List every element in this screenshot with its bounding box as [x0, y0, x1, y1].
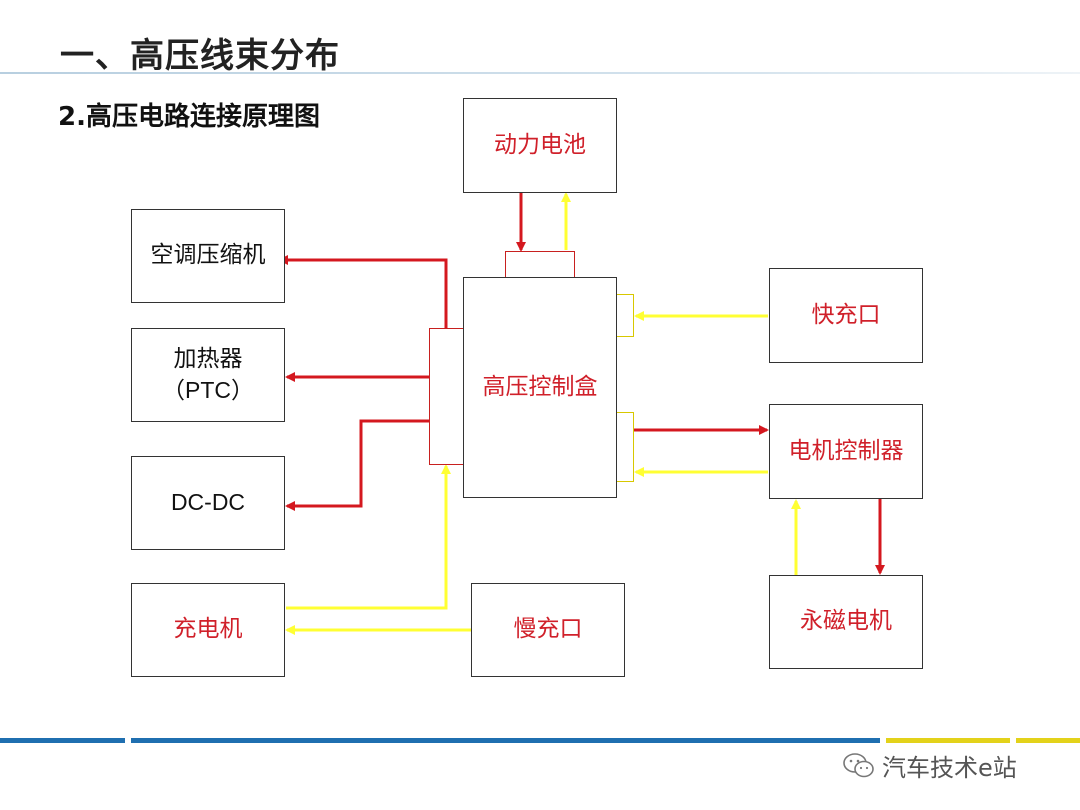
footer-bar-left [0, 738, 125, 743]
heater-label: 加热器 [173, 345, 243, 372]
hvbox-top-connector [505, 251, 575, 278]
watermark-text: 汽车技术e站 [882, 754, 1017, 782]
hv-control-box: 高压控制盒 [463, 277, 617, 498]
watermark: 汽车技术e站 [842, 748, 1017, 783]
wire-to-ac-compressor [278, 255, 448, 328]
dcdc-box: DC-DC [131, 456, 285, 550]
footer-bar-main [131, 738, 880, 743]
hvbox-left-connector [429, 328, 464, 465]
title-divider [0, 72, 1080, 74]
heater-box: 加热器 （PTC） [131, 328, 285, 422]
slide-title: 一、高压线束分布 [60, 36, 340, 76]
footer-bar-yellow-1 [886, 738, 1010, 743]
slide-subtitle: 2.高压电路连接原理图 [58, 102, 320, 132]
hvbox-right-connector-bottom [616, 412, 634, 482]
charger-box: 充电机 [131, 583, 285, 677]
wechat-icon [843, 752, 874, 777]
heater-ptc-label: （PTC） [162, 377, 254, 403]
fast-charge-port-box: 快充口 [769, 268, 923, 363]
wire-to-dcdc [285, 419, 430, 511]
ac-compressor-box: 空调压缩机 [131, 209, 285, 303]
pm-motor-box: 永磁电机 [769, 575, 923, 669]
hvbox-right-connector-top [616, 294, 634, 337]
slow-charge-port-box: 慢充口 [471, 583, 625, 677]
footer-bar-yellow-2 [1016, 738, 1080, 743]
wire-charger-to-hvbox [286, 464, 451, 610]
battery-box: 动力电池 [463, 98, 617, 193]
motor-controller-box: 电机控制器 [769, 404, 923, 499]
